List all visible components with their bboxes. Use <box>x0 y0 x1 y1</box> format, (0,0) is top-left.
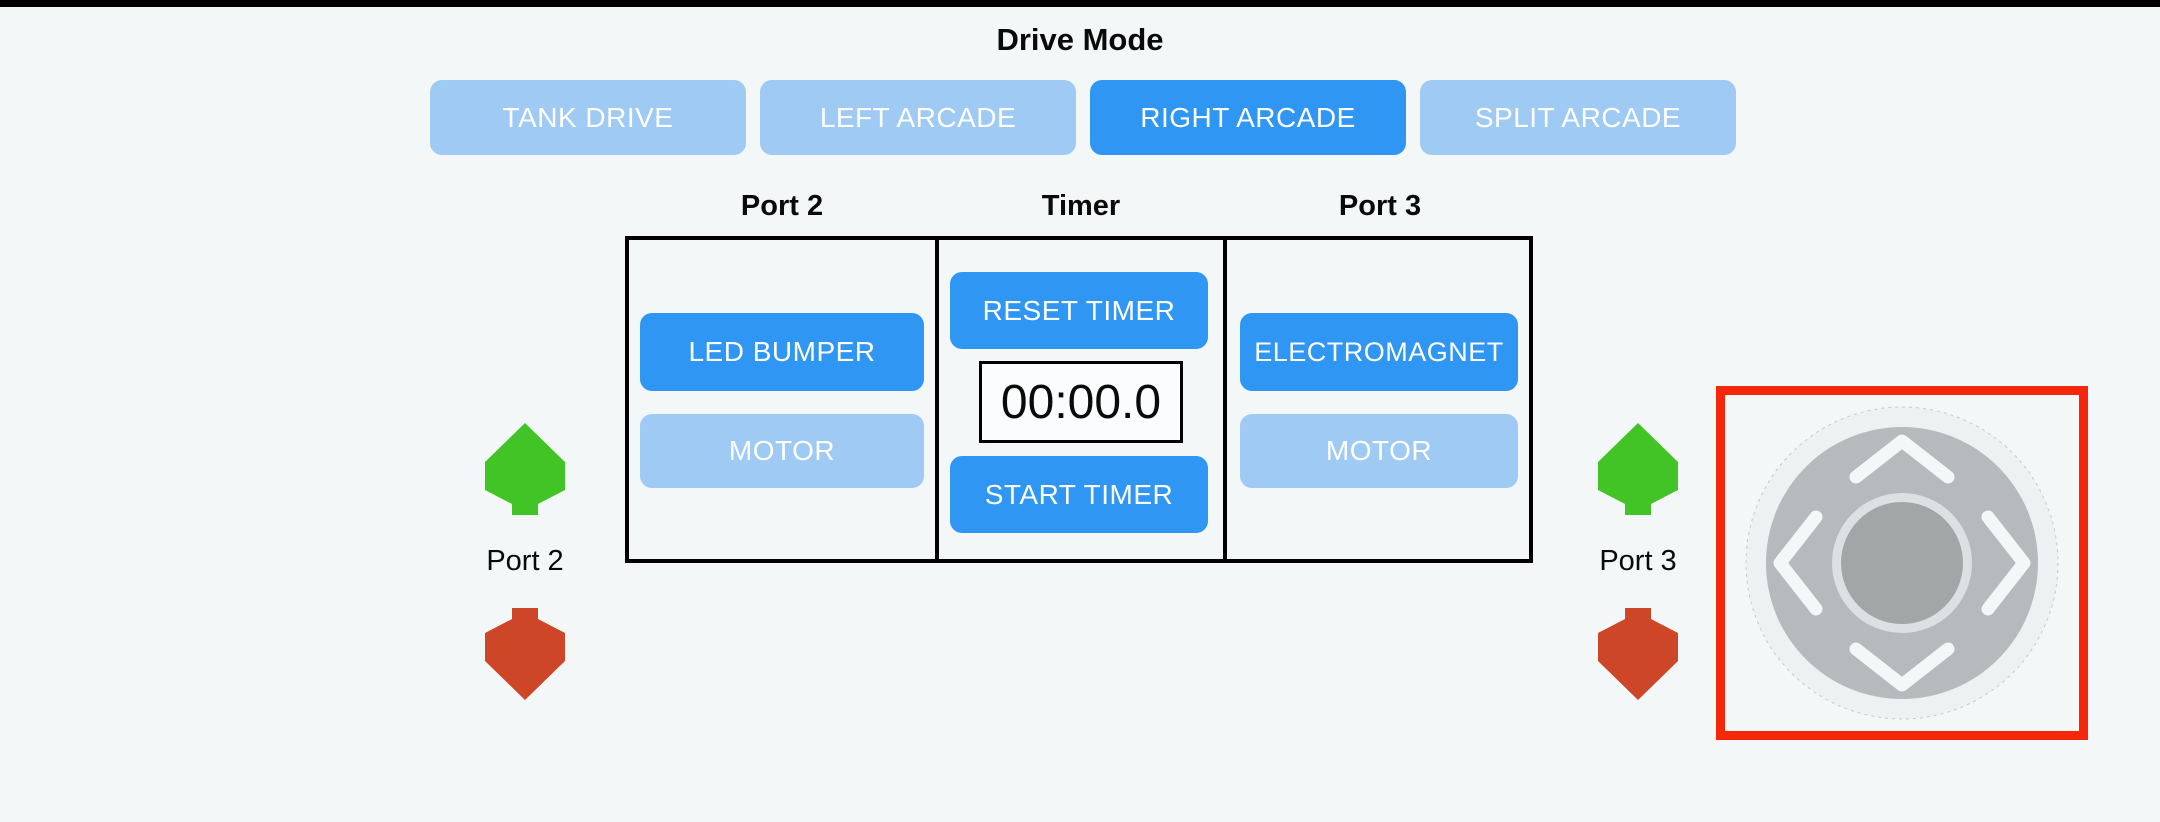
port3-down-arrow-icon[interactable] <box>1598 608 1678 700</box>
right-arcade-button[interactable]: RIGHT ARCADE <box>1090 80 1406 155</box>
column-header-port3: Port 3 <box>1338 190 1422 222</box>
port3-motor-button[interactable]: MOTOR <box>1240 414 1518 488</box>
reset-timer-button[interactable]: RESET TIMER <box>950 272 1208 349</box>
column-header-timer: Timer <box>1041 190 1121 222</box>
port2-motor-button[interactable]: MOTOR <box>640 414 924 488</box>
drive-mode-button-group: TANK DRIVE LEFT ARCADE RIGHT ARCADE SPLI… <box>430 80 1736 155</box>
led-bumper-button[interactable]: LED BUMPER <box>640 313 924 391</box>
timer-display: 00:00.0 <box>979 361 1183 443</box>
port3-up-arrow-icon[interactable] <box>1598 423 1678 515</box>
port2-down-arrow-icon[interactable] <box>485 608 565 700</box>
chevron-up-icon <box>1849 434 1955 484</box>
drive-joystick[interactable] <box>1734 395 2070 731</box>
top-bar <box>0 0 2160 7</box>
chevron-down-icon <box>1849 642 1955 692</box>
chevron-left-icon <box>1773 510 1823 616</box>
tank-drive-button[interactable]: TANK DRIVE <box>430 80 746 155</box>
chevron-right-icon <box>1981 510 2031 616</box>
page-title: Drive Mode <box>996 22 1164 57</box>
column-divider <box>1223 240 1227 559</box>
joystick-knob[interactable] <box>1841 502 1963 624</box>
start-timer-button[interactable]: START TIMER <box>950 456 1208 533</box>
port3-indicator-label: Port 3 <box>1599 545 1677 577</box>
column-divider <box>935 240 939 559</box>
left-arcade-button[interactable]: LEFT ARCADE <box>760 80 1076 155</box>
device-panel-table <box>625 236 1533 563</box>
joystick-highlight-frame <box>1716 386 2088 740</box>
port2-up-arrow-icon[interactable] <box>485 423 565 515</box>
column-header-port2: Port 2 <box>740 190 824 222</box>
port2-indicator-label: Port 2 <box>486 545 564 577</box>
electromagnet-button[interactable]: ELECTROMAGNET <box>1240 313 1518 391</box>
split-arcade-button[interactable]: SPLIT ARCADE <box>1420 80 1736 155</box>
